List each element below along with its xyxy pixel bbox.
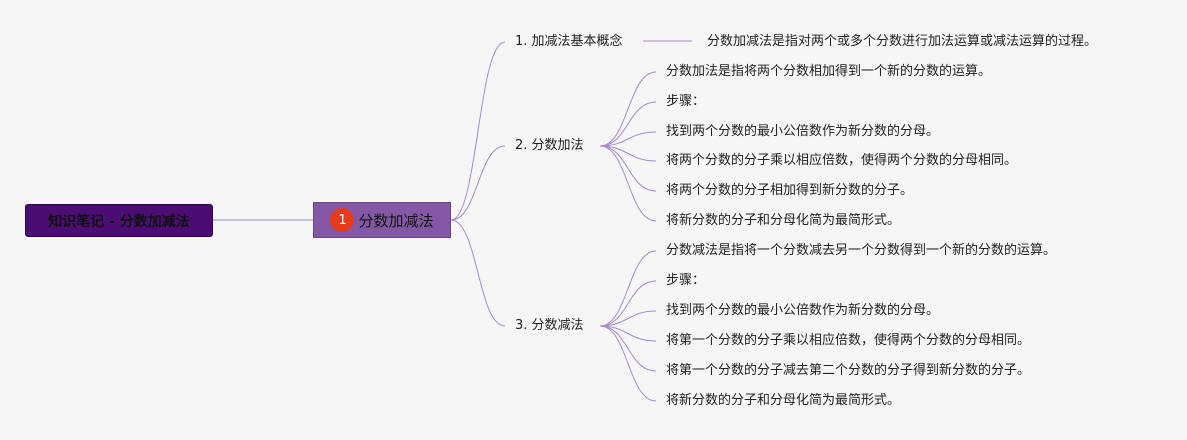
priority-badge: 1 xyxy=(330,208,355,232)
link-subtraction-leaf-1 xyxy=(599,250,657,327)
link-center-branch-2 xyxy=(450,145,506,221)
link-subtraction-leaf-6 xyxy=(599,325,657,402)
leaf-subtraction-definition[interactable]: 分数减法是指将一个分数减去另一个分数得到一个新的分数的运算。 xyxy=(666,243,1057,258)
center-node[interactable]: 1 分数加减法 xyxy=(313,202,451,238)
root-node-label: 知识笔记 - 分数加减法 xyxy=(48,213,190,230)
link-center-branch-3 xyxy=(450,219,506,327)
leaf-subtraction-steps[interactable]: 步骤： xyxy=(666,273,706,288)
root-node[interactable]: 知识笔记 - 分数加减法 xyxy=(25,204,213,237)
link-addition-leaf-4 xyxy=(599,145,657,162)
link-subtraction-leaf-5 xyxy=(599,325,657,372)
link-addition-leaf-1 xyxy=(599,71,657,147)
link-addition-leaf-6 xyxy=(599,145,657,222)
link-subtraction-leaf-2 xyxy=(599,280,657,327)
link-addition-leaf-2 xyxy=(599,101,657,147)
leaf-subtraction-step-3[interactable]: 将第一个分数的分子减去第二个分数的分子得到新分数的分子。 xyxy=(666,363,1031,378)
link-addition-leaf-3 xyxy=(599,131,657,147)
link-addition-leaf-5 xyxy=(599,145,657,192)
link-subtraction-leaf-4 xyxy=(599,325,657,342)
leaf-addition-step-4[interactable]: 将新分数的分子和分母化简为最简形式。 xyxy=(666,213,901,228)
leaf-subtraction-step-2[interactable]: 将第一个分数的分子乘以相应倍数，使得两个分数的分母相同。 xyxy=(666,333,1031,348)
branch-concept[interactable]: 1. 加减法基本概念 xyxy=(515,34,623,49)
leaf-addition-step-2[interactable]: 将两个分数的分子乘以相应倍数，使得两个分数的分母相同。 xyxy=(666,153,1018,168)
leaf-concept-definition[interactable]: 分数加减法是指对两个或多个分数进行加法运算或减法运算的过程。 xyxy=(707,34,1098,49)
leaf-addition-step-1[interactable]: 找到两个分数的最小公倍数作为新分数的分母。 xyxy=(666,124,940,139)
link-center-branch-1 xyxy=(450,41,506,221)
center-node-label: 分数加减法 xyxy=(358,211,434,230)
branch-addition[interactable]: 2. 分数加法 xyxy=(515,138,584,153)
leaf-addition-steps[interactable]: 步骤： xyxy=(666,94,706,109)
link-subtraction-leaf-3 xyxy=(599,310,657,327)
branch-subtraction[interactable]: 3. 分数减法 xyxy=(515,318,584,333)
leaf-addition-definition[interactable]: 分数加法是指将两个分数相加得到一个新的分数的运算。 xyxy=(666,64,992,79)
leaf-subtraction-step-4[interactable]: 将新分数的分子和分母化简为最简形式。 xyxy=(666,393,901,408)
leaf-addition-step-3[interactable]: 将两个分数的分子相加得到新分数的分子。 xyxy=(666,183,914,198)
leaf-subtraction-step-1[interactable]: 找到两个分数的最小公倍数作为新分数的分母。 xyxy=(666,303,940,318)
